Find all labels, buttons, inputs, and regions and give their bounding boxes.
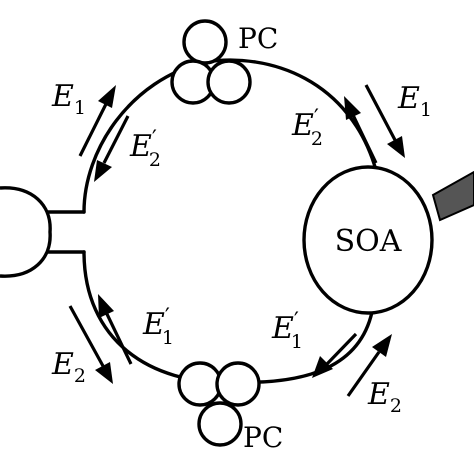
label-base: E bbox=[291, 108, 314, 143]
label-sub: 1 bbox=[74, 97, 86, 119]
label-sub: 2 bbox=[74, 365, 86, 387]
output-fiber-stub bbox=[431, 170, 474, 222]
label-sub: 2 bbox=[149, 149, 161, 171]
arrow-e1p-bottom-right bbox=[312, 332, 358, 378]
pc-top-controller bbox=[170, 19, 252, 105]
label-sup: ′ bbox=[152, 127, 157, 152]
label-sup: ′ bbox=[294, 309, 299, 334]
arrow-e1-top-left bbox=[78, 85, 116, 157]
label-sup: ′ bbox=[165, 305, 170, 330]
label-e2-bottom-right: E2 bbox=[367, 377, 402, 417]
label-sub: 1 bbox=[420, 99, 432, 121]
label-e2p-top-right: E′2 bbox=[291, 106, 323, 150]
label-base: E bbox=[397, 81, 420, 116]
label-base: E bbox=[271, 311, 294, 346]
label-e1-top-right: E1 bbox=[397, 81, 432, 121]
label-sub: 1 bbox=[291, 331, 303, 353]
label-e2-bottom-left: E2 bbox=[51, 347, 86, 387]
label-base: E bbox=[367, 377, 390, 412]
soa-label: SOA bbox=[335, 224, 402, 259]
arrow-e2-bottom-right bbox=[346, 334, 392, 397]
pc-top-label: PC bbox=[238, 22, 278, 55]
soa-element bbox=[302, 165, 434, 315]
label-sub: 2 bbox=[311, 128, 323, 150]
arrow-e2p-top-right bbox=[344, 96, 378, 164]
label-base: E bbox=[51, 347, 74, 382]
label-base: E bbox=[51, 79, 74, 114]
label-base: E bbox=[142, 307, 165, 342]
arrow-e2-bottom-left bbox=[68, 305, 113, 384]
pc-bottom-label: PC bbox=[243, 421, 283, 454]
arrow-e1-top-right bbox=[364, 84, 405, 158]
coupler-port bbox=[0, 186, 52, 278]
label-sub: 2 bbox=[390, 395, 402, 417]
label-e1p-bottom-right: E′1 bbox=[271, 309, 303, 353]
label-e1p-bottom-left: E′1 bbox=[142, 305, 174, 349]
arrow-e2p-top-left bbox=[94, 115, 130, 182]
label-base: E bbox=[129, 129, 152, 164]
label-e1-top-left: E1 bbox=[51, 79, 86, 119]
arrow-e1p-bottom-left bbox=[98, 294, 133, 365]
label-sup: ′ bbox=[314, 106, 319, 131]
pc-bottom-controller bbox=[177, 361, 261, 447]
label-e2p-top-left: E′2 bbox=[129, 127, 161, 171]
label-sub: 1 bbox=[162, 327, 174, 349]
